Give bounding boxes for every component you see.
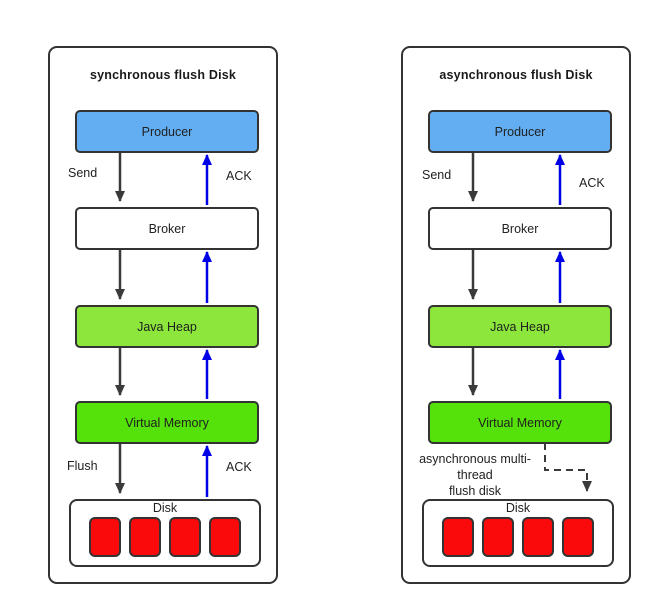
node-disk-label: Disk — [505, 501, 531, 515]
disk-chips — [424, 517, 612, 557]
node-broker-label: Broker — [501, 221, 539, 236]
node-disk: Disk — [422, 499, 614, 567]
node-broker: Broker — [428, 207, 612, 250]
node-disk-label: Disk — [152, 501, 178, 515]
node-virtual-memory-label: Virtual Memory — [125, 415, 209, 430]
send-label: Send — [68, 166, 98, 180]
flush-label: Flush — [67, 459, 98, 473]
disk-chip — [482, 517, 514, 557]
async-flush-note: asynchronous multi- thread flush disk — [405, 451, 545, 499]
disk-chip — [442, 517, 474, 557]
node-disk: Disk — [69, 499, 261, 567]
node-virtual-memory-label: Virtual Memory — [478, 415, 562, 430]
node-java-heap: Java Heap — [75, 305, 259, 348]
node-broker-label: Broker — [148, 221, 186, 236]
disk-chips — [71, 517, 259, 557]
node-virtual-memory: Virtual Memory — [428, 401, 612, 444]
node-producer-label: Producer — [494, 124, 546, 139]
panel-asynchronous: asynchronous flush Disk Producer Broker … — [401, 46, 631, 584]
ack-label-top: ACK — [226, 169, 252, 183]
panel-synchronous: synchronous flush Disk Producer Broker J… — [48, 46, 278, 584]
ack-label-top: ACK — [579, 176, 605, 190]
async-flush-note-line3: flush disk — [448, 484, 502, 498]
async-flush-dashed-arrow — [544, 443, 592, 492]
ack-label-bottom: ACK — [226, 460, 252, 474]
disk-chip — [522, 517, 554, 557]
send-label: Send — [422, 168, 452, 182]
node-producer-label: Producer — [141, 124, 193, 139]
disk-chip — [562, 517, 594, 557]
node-java-heap-label: Java Heap — [490, 319, 550, 334]
node-producer: Producer — [428, 110, 612, 153]
node-producer: Producer — [75, 110, 259, 153]
node-java-heap-label: Java Heap — [137, 319, 197, 334]
disk-chip — [169, 517, 201, 557]
panel-title: synchronous flush Disk — [89, 68, 237, 82]
disk-chip — [209, 517, 241, 557]
panel-title: asynchronous flush Disk — [439, 68, 593, 82]
node-java-heap: Java Heap — [428, 305, 612, 348]
node-virtual-memory: Virtual Memory — [75, 401, 259, 444]
async-flush-note-line2: thread — [457, 468, 493, 482]
node-broker: Broker — [75, 207, 259, 250]
async-flush-note-line1: asynchronous multi- — [419, 452, 531, 466]
disk-chip — [129, 517, 161, 557]
disk-chip — [89, 517, 121, 557]
